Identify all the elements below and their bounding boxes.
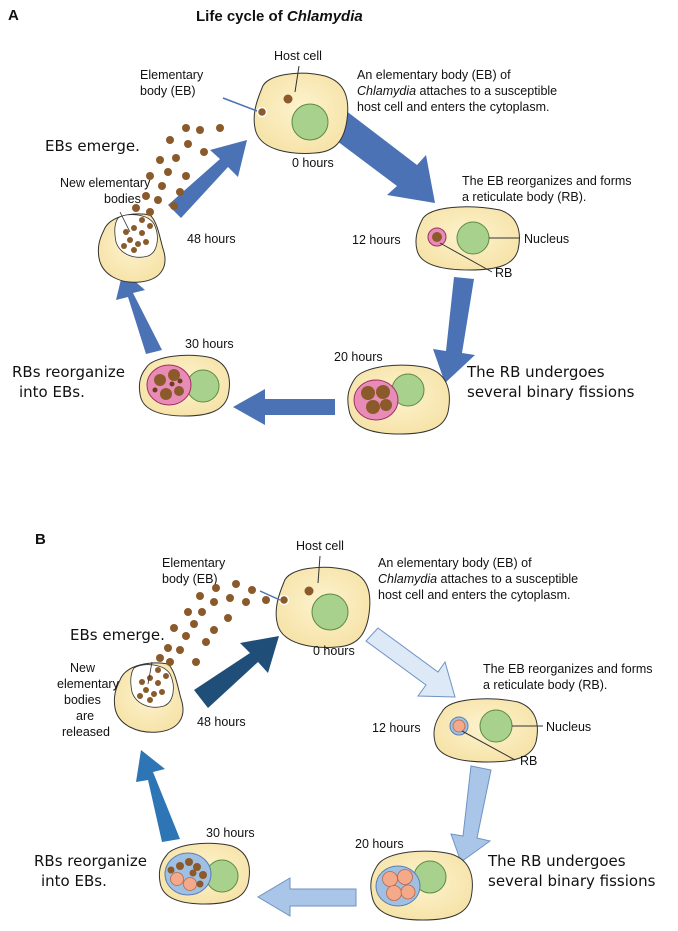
- desc-b-emerge: EBs emerge.: [70, 626, 165, 644]
- cell-a-0h: [222, 65, 349, 154]
- desc-b-rbs-2: into EBs.: [41, 872, 107, 890]
- arrow-b-0-to-12: [365, 627, 456, 698]
- panel-a-letter: A: [8, 7, 19, 24]
- arrow-a-20-to-30: [233, 389, 335, 425]
- label-b-new-eb-5: released: [62, 725, 110, 739]
- cell-b-30h: [158, 842, 250, 905]
- desc-a-rbs-2: into EBs.: [19, 383, 85, 401]
- arrow-a-30-to-48: [116, 271, 162, 354]
- arrow-a-48-to-0: [168, 140, 247, 218]
- label-a-new-eb-2: bodies: [104, 192, 141, 206]
- label-b-new-eb-3: bodies: [64, 693, 101, 707]
- label-b-eb-2: body (EB): [162, 572, 218, 586]
- time-a-0h: 0 hours: [292, 156, 334, 170]
- desc-a-emerge: EBs emerge.: [45, 137, 140, 155]
- arrow-a-12-to-20: [433, 277, 475, 383]
- time-a-12h: 12 hours: [352, 233, 401, 247]
- cell-a-12h: [415, 206, 520, 273]
- desc-a-top-2: Chlamydia attaches to a susceptible: [357, 84, 557, 98]
- panel-a-title: Life cycle of Chlamydia: [196, 8, 363, 25]
- cell-a-20h: [347, 364, 450, 435]
- label-a-nucleus: Nucleus: [524, 232, 569, 246]
- time-b-20h: 20 hours: [355, 837, 404, 851]
- time-a-48h: 48 hours: [187, 232, 236, 246]
- desc-b-reorg-2: a reticulate body (RB).: [483, 678, 607, 692]
- desc-b-reorg-1: The EB reorganizes and forms: [483, 662, 653, 676]
- cell-b-12h: [433, 698, 543, 763]
- cell-a-30h: [138, 354, 230, 417]
- cell-b-48h: [113, 661, 184, 733]
- desc-b-top-2: Chlamydia attaches to a susceptible: [378, 572, 578, 586]
- desc-b-fission-1: The RB undergoes: [487, 852, 626, 870]
- cell-a-48h: [97, 211, 166, 283]
- label-a-host-cell: Host cell: [274, 49, 322, 63]
- panel-b-letter: B: [35, 531, 46, 548]
- panel-a: A Life cycle of Chlamydia Host cell Elem…: [8, 7, 635, 435]
- time-a-20h: 20 hours: [334, 350, 383, 364]
- label-a-eb-1: Elementary: [140, 68, 204, 82]
- label-b-nucleus: Nucleus: [546, 720, 591, 734]
- desc-a-rbs-1: RBs reorganize: [12, 363, 125, 381]
- arrow-b-30-to-48: [136, 750, 180, 842]
- desc-a-reorg-1: The EB reorganizes and forms: [462, 174, 632, 188]
- arrow-b-12-to-20: [450, 765, 492, 863]
- desc-a-top-3: host cell and enters the cytoplasm.: [357, 100, 549, 114]
- desc-a-reorg-2: a reticulate body (RB).: [462, 190, 586, 204]
- time-b-48h: 48 hours: [197, 715, 246, 729]
- desc-a-fission-1: The RB undergoes: [466, 363, 605, 381]
- label-b-new-eb-4: are: [76, 709, 94, 723]
- time-a-30h: 30 hours: [185, 337, 234, 351]
- label-a-rb: RB: [495, 266, 512, 280]
- desc-a-fission-2: several binary fissions: [467, 383, 635, 401]
- label-b-host-cell: Host cell: [296, 539, 344, 553]
- cell-b-20h: [370, 850, 473, 921]
- desc-b-top-1: An elementary body (EB) of: [378, 556, 532, 570]
- desc-b-top-3: host cell and enters the cytoplasm.: [378, 588, 570, 602]
- label-b-new-eb-2: elementary: [57, 677, 120, 691]
- arrow-a-0-to-12: [325, 110, 435, 203]
- label-b-rb: RB: [520, 754, 537, 768]
- label-a-eb-2: body (EB): [140, 84, 196, 98]
- cell-b-0h: [259, 555, 371, 648]
- emerging-ebs-a: [132, 124, 224, 216]
- desc-b-fission-2: several binary fissions: [488, 872, 656, 890]
- arrow-b-20-to-30: [257, 877, 357, 917]
- panel-b: B Host cell Elementary body (EB) An elem…: [34, 531, 656, 921]
- time-b-30h: 30 hours: [206, 826, 255, 840]
- time-b-12h: 12 hours: [372, 721, 421, 735]
- label-b-new-eb-1: New: [70, 661, 96, 675]
- desc-a-top-1: An elementary body (EB) of: [357, 68, 511, 82]
- label-a-new-eb-1: New elementary: [60, 176, 151, 190]
- desc-b-rbs-1: RBs reorganize: [34, 852, 147, 870]
- time-b-0h: 0 hours: [313, 644, 355, 658]
- emerging-ebs-b: [156, 580, 270, 666]
- arrow-b-48-to-0: [194, 636, 279, 708]
- label-b-eb-1: Elementary: [162, 556, 226, 570]
